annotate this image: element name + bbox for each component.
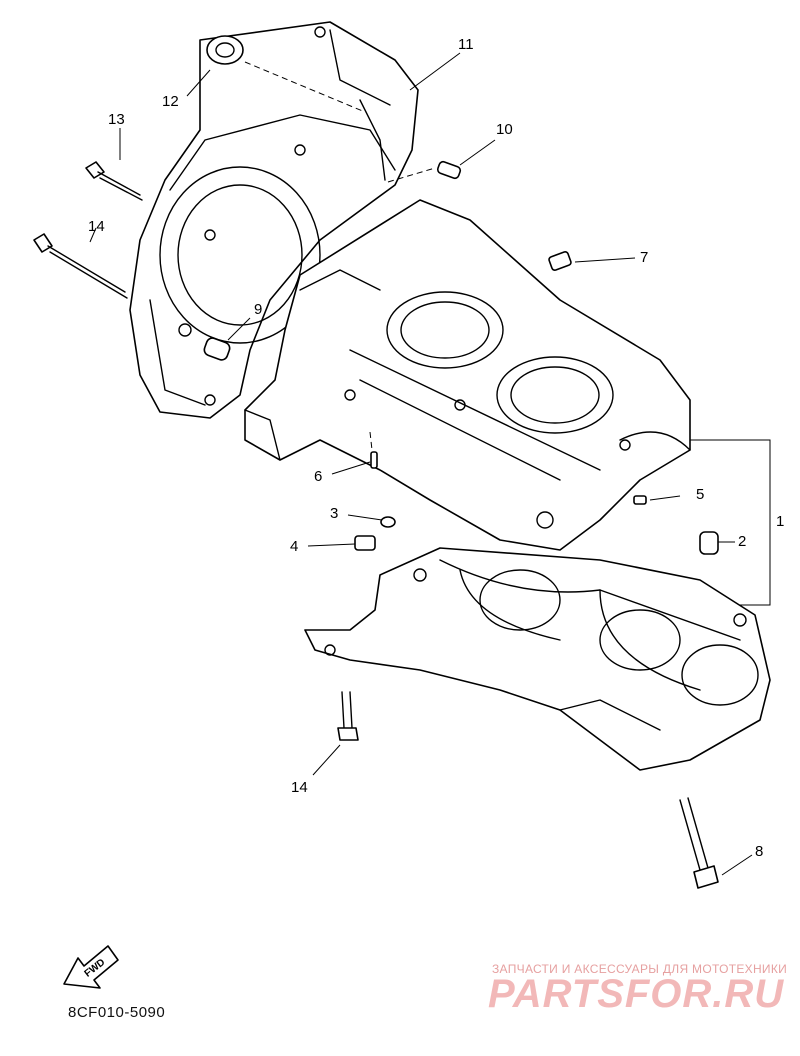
- callout-11: 11: [458, 36, 474, 53]
- callout-1: 1: [776, 513, 784, 530]
- callout-5: 5: [696, 486, 704, 503]
- callout-13: 13: [108, 111, 125, 128]
- watermark-brand: PARTSFOR.RU: [488, 972, 785, 1016]
- pin-6: [370, 451, 378, 469]
- bolt-8: [679, 797, 719, 889]
- lower-crankcase: [304, 547, 771, 771]
- dowel-9: [203, 337, 231, 361]
- callout-10: 10: [496, 121, 513, 138]
- plug-7: [548, 251, 572, 271]
- fwd-arrow: FWD: [63, 945, 119, 989]
- callout-14-lower: 14: [291, 779, 308, 796]
- bolt-14-upper: [33, 233, 128, 299]
- pin-10: [436, 160, 462, 180]
- callout-8: 8: [755, 843, 763, 860]
- callout-9: 9: [254, 301, 262, 318]
- callout-4: 4: [290, 538, 298, 555]
- callout-12: 12: [162, 93, 179, 110]
- callout-6: 6: [314, 468, 322, 485]
- diagram-part-code: 8CF010-5090: [68, 1004, 166, 1021]
- watermark-caption: ЗАПЧАСТИ И АКСЕССУАРЫ ДЛЯ МОТОТЕХНИКИ: [492, 962, 788, 976]
- pin-5: [633, 495, 647, 505]
- plug-4: [354, 535, 376, 551]
- bolt-13: [85, 161, 143, 201]
- assembly-line-pin: [387, 167, 436, 183]
- callout-14-upper: 14: [88, 218, 105, 235]
- dowel-2: [699, 531, 719, 555]
- callout-7: 7: [640, 249, 648, 266]
- oil-seal-12: [206, 35, 244, 65]
- leader-lines: [89, 52, 771, 876]
- assembly-line-bolt: [369, 431, 373, 451]
- callout-3: 3: [330, 505, 338, 522]
- callout-2: 2: [738, 533, 746, 550]
- bolt-14-lower: [337, 691, 359, 741]
- assembly-line-seal: [244, 61, 366, 113]
- washer-3: [380, 516, 396, 528]
- crankcase-cover: [129, 21, 419, 419]
- upper-crankcase: [244, 199, 691, 551]
